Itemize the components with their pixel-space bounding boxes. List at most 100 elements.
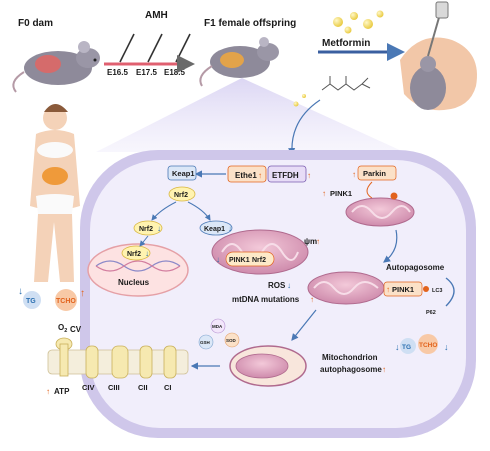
focus-beam xyxy=(96,78,404,152)
tcho-up-arrow: ↑ xyxy=(80,288,85,299)
nrf2-label: Nrf2 xyxy=(174,192,188,199)
nucleus-label: Nucleus xyxy=(118,278,150,287)
pink1-nrf2-nrf2: Nrf2 xyxy=(252,257,266,264)
ethe1-up: ↑ xyxy=(258,171,262,180)
dna-strand xyxy=(95,260,181,272)
parkin-up: ↑ xyxy=(352,170,356,179)
mitochondrion-top-right xyxy=(345,197,415,227)
tg-label: TG xyxy=(26,298,36,305)
nrf2-nucleus-oval xyxy=(121,245,151,261)
f1-label: F1 female offspring xyxy=(204,18,296,29)
pink1-dot xyxy=(423,286,429,292)
parkin-loop xyxy=(366,181,373,199)
complex-civ-label: CIV xyxy=(82,383,95,392)
nrf2-to-nucleus-arrow xyxy=(139,235,149,247)
gsh-label: GSH xyxy=(200,340,210,345)
complex-ciii xyxy=(111,345,129,379)
tcho-right-bubble xyxy=(418,334,438,354)
complex-ci xyxy=(163,345,177,379)
keap1-box xyxy=(167,165,197,181)
pink1-box-label: PINK1 xyxy=(392,285,414,294)
complex-civ xyxy=(85,345,99,379)
parkin-box xyxy=(357,165,397,181)
complex-cii-label: CII xyxy=(138,383,148,392)
keap1-label: Keap1 xyxy=(172,169,195,178)
o2-label: O2 xyxy=(58,323,67,334)
mda-bubble xyxy=(210,318,226,334)
complex-cii xyxy=(139,345,153,379)
nucleus xyxy=(87,243,189,297)
psi-m-up: ↑ xyxy=(316,237,320,246)
etfdh-label: ETFDH xyxy=(272,171,299,180)
ethe1-box xyxy=(227,165,267,183)
tg-right-label: TG xyxy=(402,344,411,351)
cristae-3 xyxy=(313,281,379,295)
pink1-up: ↑ xyxy=(322,189,326,198)
to-autophagosome-arrow xyxy=(383,229,398,263)
metformin-label: Metformin xyxy=(322,38,370,49)
f1-offspring-mouse xyxy=(199,37,279,87)
metformin-to-cell-arrow xyxy=(288,99,321,156)
woman-figure xyxy=(30,104,80,282)
parkin-label: Parkin xyxy=(363,169,386,178)
atp-up: ↑ xyxy=(46,387,50,396)
ros-label: ROS xyxy=(268,281,286,290)
phagophore-arc xyxy=(445,277,455,307)
tcho-right-label: TCHO xyxy=(419,342,437,349)
tg-bubble xyxy=(23,291,41,309)
amh-label: AMH xyxy=(145,10,168,21)
p62-label: P62 xyxy=(426,310,436,316)
parkin-dot xyxy=(390,192,398,200)
metformin-molecule-icon xyxy=(321,76,371,91)
engulfed-mitochondrion xyxy=(235,353,289,379)
atp-label: ATP xyxy=(54,387,70,396)
ros-down: ↓ xyxy=(287,281,291,290)
to-mito-autophagosome-arrow xyxy=(291,309,317,341)
timepoint-1: E16.5 xyxy=(107,68,128,77)
nrf2-nucleus-down: ↓ xyxy=(145,249,149,258)
pink1-box-up: ↑ xyxy=(386,285,390,294)
tg-right-down: ↓ xyxy=(395,342,400,352)
sod-label: SOD xyxy=(226,338,237,343)
tg-right-bubble xyxy=(400,338,416,354)
nrf2-free-down: ↓ xyxy=(157,224,161,233)
timepoint-3: E18.5 xyxy=(164,68,185,77)
keap1-release-arrow xyxy=(187,201,211,221)
pink1-box xyxy=(383,281,423,297)
keap1-free-down: ↓ xyxy=(228,224,232,233)
autophagosome-label: Autopagosome xyxy=(386,263,445,272)
timepoint-2: E17.5 xyxy=(136,68,157,77)
mito-auto-line2: autophagosome xyxy=(320,365,382,374)
lc3-label: LC3 xyxy=(432,288,442,294)
etfdh-box xyxy=(267,165,307,183)
complex-ciii-label: CIII xyxy=(108,383,120,392)
cristae-2 xyxy=(351,205,411,219)
complex-cv xyxy=(55,337,73,377)
ethe1-label: Ethe1 xyxy=(235,171,257,180)
tg-down-arrow: ↓ xyxy=(18,286,23,297)
pink1-label: PINK1 xyxy=(330,189,352,198)
nrf2-release-arrow xyxy=(151,201,177,221)
gavage-hand-icon xyxy=(400,1,477,111)
pink1-nrf2-pink1: PINK1 xyxy=(229,257,250,264)
etfdh-up: ↑ xyxy=(307,171,311,180)
keap1-free-oval xyxy=(199,220,233,236)
pink1-nrf2-box xyxy=(225,251,275,267)
nrf2-nucleus-label: Nrf2 xyxy=(127,251,141,258)
dna-strand-2 xyxy=(95,260,181,272)
mda-label: MDA xyxy=(212,324,223,329)
syringe-icon xyxy=(119,33,191,63)
sod-bubble xyxy=(224,332,240,348)
nrf2-oval xyxy=(168,186,196,202)
f0-dam-mouse xyxy=(12,41,100,93)
gsh-bubble xyxy=(198,334,214,350)
tcho-bubble xyxy=(55,289,77,311)
mtdna-label: mtDNA mutations xyxy=(232,295,300,304)
tcho-label: TCHO xyxy=(56,298,76,305)
complex-ci-label: CI xyxy=(164,383,172,392)
nrf2-free-oval xyxy=(133,220,163,236)
pink1-nrf2-down: ↓ xyxy=(216,255,220,264)
mito-auto-up: ↑ xyxy=(382,365,386,374)
